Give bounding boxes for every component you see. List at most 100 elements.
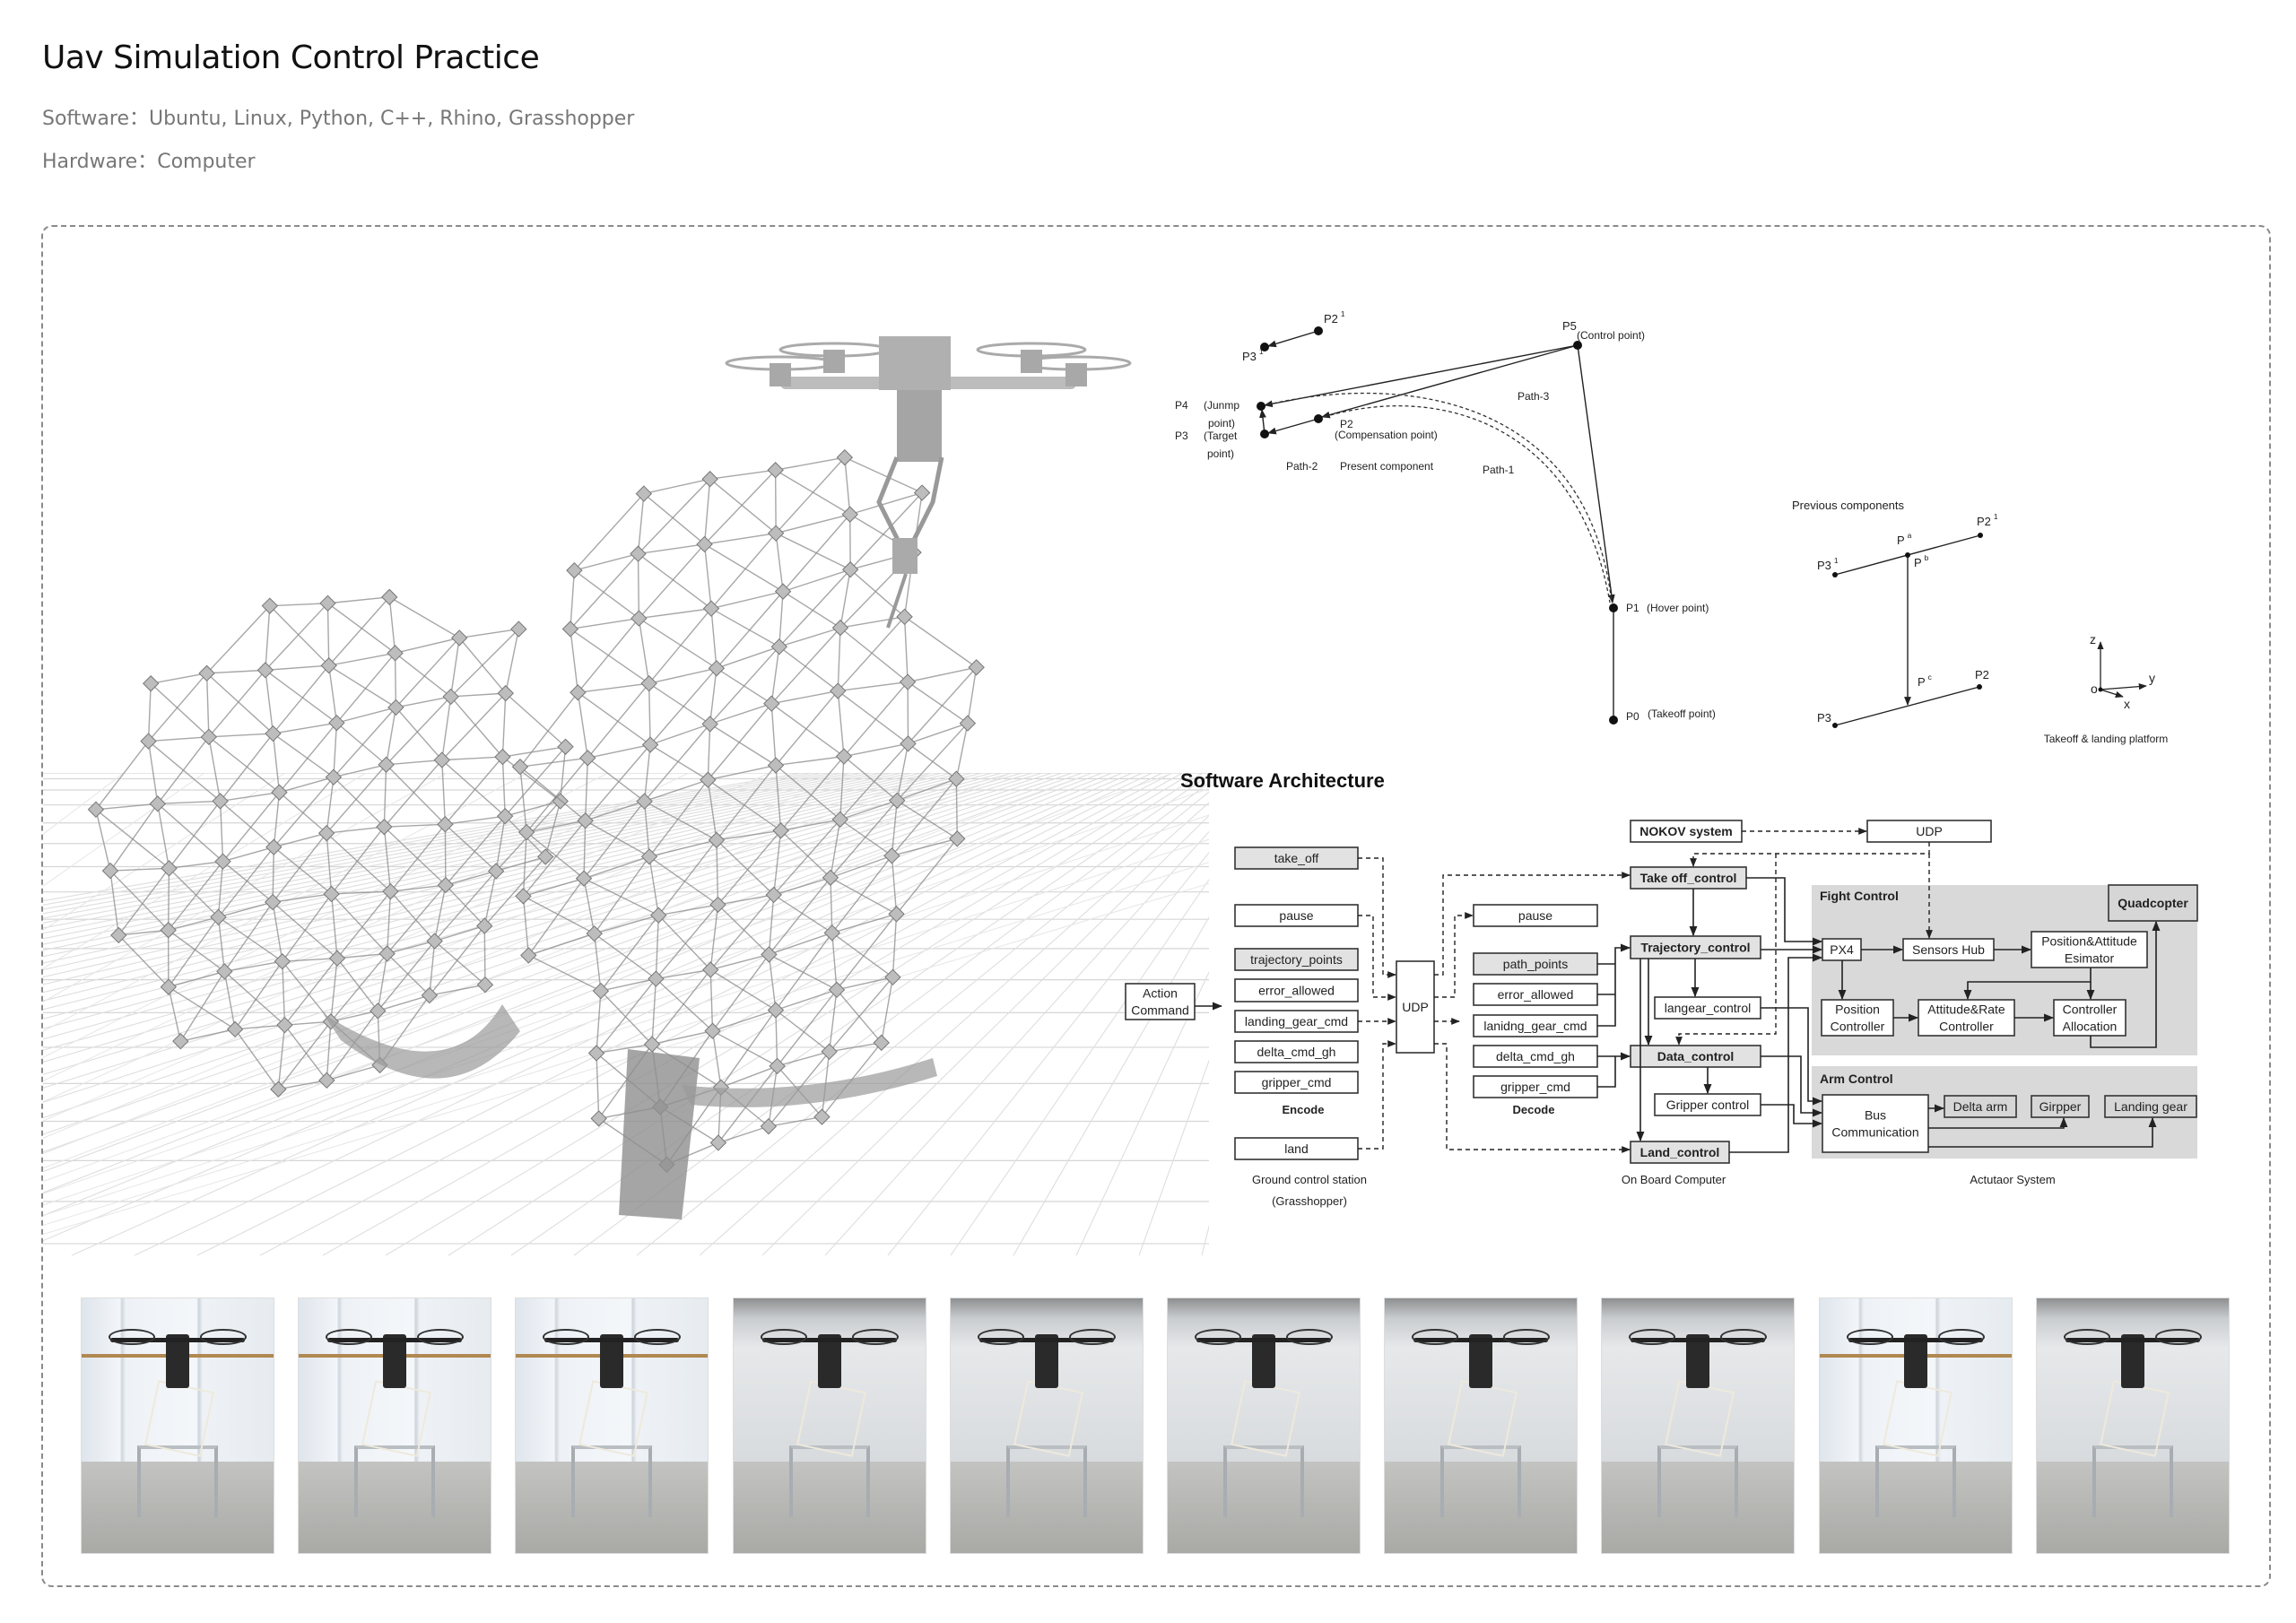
girpper-box-label: Girpper: [2039, 1099, 2082, 1114]
estimator-box-label: Esimator: [2065, 951, 2115, 966]
node: [566, 561, 583, 579]
strut: [273, 792, 281, 847]
strut: [707, 779, 718, 840]
node: [765, 886, 782, 904]
strut: [528, 954, 602, 992]
label-pc-sup: c: [1928, 673, 1932, 681]
strut: [704, 469, 777, 545]
grid-line: [43, 773, 925, 964]
strut: [501, 693, 507, 758]
grid-line: [43, 773, 205, 887]
node: [214, 853, 231, 870]
strut: [505, 692, 567, 748]
node: [774, 583, 792, 600]
strut: [570, 617, 639, 630]
strut: [768, 1115, 822, 1127]
strut: [778, 568, 851, 647]
strut: [208, 736, 280, 794]
label-p1-desc: (Hover point): [1647, 602, 1709, 614]
connector-line: [1264, 344, 1578, 408]
strut: [709, 894, 775, 970]
strut: [222, 846, 274, 863]
connector-line: [1675, 854, 1777, 1046]
strut: [837, 616, 906, 691]
land-box-frame: [1234, 1137, 1359, 1160]
attitude-controller-box-frame: [1918, 999, 2015, 1037]
node: [899, 673, 917, 690]
grid-line: [43, 773, 1114, 1193]
strut: [222, 861, 274, 903]
gripper: [892, 538, 918, 574]
gripper-cmd-e-box-label: gripper_cmd: [1262, 1075, 1332, 1089]
node: [579, 750, 596, 767]
strut: [519, 691, 578, 768]
flight-test-photo: [298, 1298, 492, 1554]
connector-line: [1597, 943, 1631, 1027]
strut: [648, 856, 659, 916]
data-control-box-label: Data_control: [1657, 1049, 1735, 1063]
node: [767, 757, 785, 774]
strut: [716, 839, 775, 896]
node: [437, 816, 454, 833]
langear-control-box: langear_control: [1654, 996, 1761, 1020]
strut: [336, 707, 396, 724]
node: [635, 485, 653, 502]
strut: [707, 724, 711, 780]
strut: [716, 646, 780, 669]
strut: [277, 1025, 286, 1089]
connector-line: [1597, 1052, 1631, 1088]
strut: [574, 552, 639, 571]
node: [198, 664, 215, 682]
strut: [891, 778, 957, 856]
grid-line: [43, 773, 965, 994]
strut: [703, 479, 711, 545]
strut: [326, 826, 385, 834]
strut: [388, 596, 460, 638]
label-z: z: [2090, 632, 2096, 647]
strut: [444, 823, 497, 872]
grid-line: [43, 773, 1014, 1040]
strut: [838, 681, 909, 692]
node: [841, 506, 858, 523]
strut: [501, 757, 506, 817]
strut: [217, 861, 224, 917]
grid-line: [43, 773, 825, 910]
delta-cmd-gh-d-box-label: delta_cmd_gh: [1496, 1049, 1575, 1063]
delta-cmd-gh-e-box: delta_cmd_gh: [1234, 1040, 1359, 1063]
node: [442, 688, 459, 706]
node: [636, 793, 653, 810]
node: [381, 588, 398, 606]
path-points-box-frame: [1473, 952, 1598, 976]
flight-test-photo: [732, 1298, 926, 1554]
grid-line: [43, 773, 932, 1139]
pause-e-box-frame: [1234, 904, 1359, 927]
flight-test-photo: [1384, 1298, 1578, 1554]
grid-line: [43, 773, 895, 945]
strut: [710, 608, 780, 647]
label-p3-prev-base: P3: [1817, 559, 1831, 572]
landing-platform: [1440, 1445, 1522, 1518]
grid-line: [43, 773, 856, 924]
strut: [570, 553, 639, 629]
grid-line: [43, 773, 815, 906]
floor: [82, 1461, 274, 1553]
strut: [387, 940, 435, 955]
strut: [771, 690, 839, 705]
node: [172, 1032, 189, 1050]
strut: [273, 733, 335, 778]
strut: [117, 867, 170, 936]
floor: [1385, 1461, 1578, 1553]
node: [257, 662, 274, 679]
strut: [385, 707, 397, 765]
flight-test-photo: [2035, 1298, 2230, 1554]
strut: [638, 543, 706, 620]
strut: [395, 707, 443, 761]
node: [87, 801, 105, 819]
node: [708, 831, 726, 849]
grid-line: [636, 791, 1209, 1256]
node: [494, 748, 511, 766]
floor: [1819, 1461, 2012, 1553]
strut: [383, 827, 392, 892]
gripper-cmd-e-box-frame: [1234, 1071, 1359, 1094]
error-allowed-e-box: error_allowed: [1234, 978, 1359, 1002]
